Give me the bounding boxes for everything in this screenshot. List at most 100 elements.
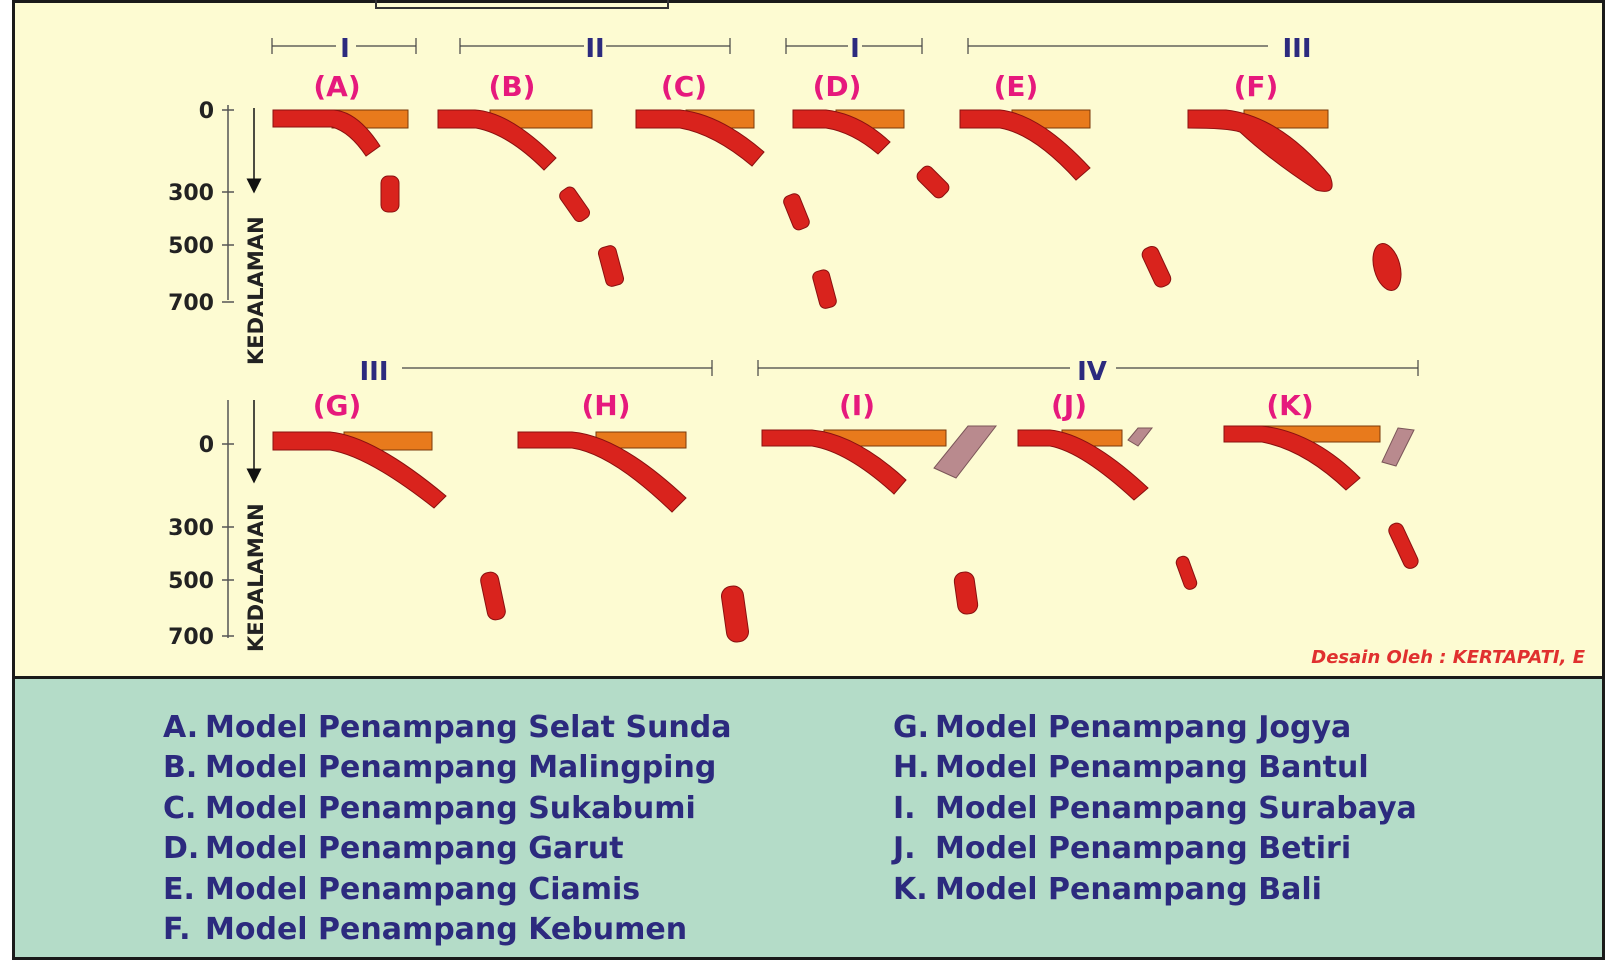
group-label: III [359, 357, 388, 387]
slab [635, 109, 765, 167]
legend-text: Model Penampang Jogya [935, 709, 1352, 745]
slab [1223, 425, 1361, 491]
legend-letter: K. [893, 871, 928, 907]
legend-text: Model Penampang Kebumen [205, 912, 688, 948]
legend-item: F. Model Penampang Kebumen [163, 910, 732, 951]
group-label: I [850, 34, 860, 64]
group-label: III [1282, 34, 1311, 64]
fault-block [933, 425, 998, 479]
legend-item: B.Model Penampang Malingping [163, 748, 732, 789]
legend-item: E. Model Penampang Ciamis [163, 869, 732, 910]
legend-text: Model Penampang Bali [935, 871, 1322, 907]
legend-letter: C. [163, 790, 197, 826]
legend-item: G.Model Penampang Jogya [893, 707, 1417, 748]
legend-text: Model Penampang Garut [205, 831, 624, 867]
legend-letter: J. [893, 831, 916, 867]
group-brackets-row1 [271, 38, 1268, 54]
legend-text: Model Penampang Selat Sunda [205, 709, 732, 745]
legend-text: Model Penampang Malingping [205, 750, 717, 786]
slab-fragment [380, 175, 400, 213]
model-letter-i: (I) [839, 389, 875, 422]
slab [1017, 429, 1149, 501]
cross-section-i [761, 425, 998, 615]
depth-tick-300: 300 [168, 516, 214, 541]
slab-fragment [1175, 555, 1198, 590]
legend-text: Model Penampang Ciamis [205, 871, 641, 907]
cross-section-f [1187, 109, 1402, 291]
depth-tick-700: 700 [168, 291, 214, 316]
cross-section-j [1017, 427, 1198, 590]
depth-tick-500: 500 [168, 569, 214, 594]
slab [272, 431, 447, 509]
legend-text: Model Penampang Betiri [935, 831, 1352, 867]
designer-credit: Desain Oleh : KERTAPATI, E [1311, 647, 1585, 668]
legend-letter: B. [163, 750, 198, 786]
slab [1187, 109, 1333, 192]
depth-axis-row2: 0 300 500 700 KEDALAMAN [168, 400, 268, 652]
model-letter-f: (F) [1234, 70, 1279, 103]
depth-tick-700: 700 [168, 625, 214, 650]
slab [761, 429, 907, 495]
legend-letter: G. [893, 709, 930, 745]
legend-item: D.Model Penampang Garut [163, 829, 732, 870]
slab [517, 431, 687, 513]
slab-fragment [597, 245, 625, 287]
model-letter-j: (J) [1051, 389, 1087, 422]
slab-fragment [953, 571, 979, 615]
group-label: I [340, 34, 350, 64]
legend-letter: D. [163, 831, 200, 867]
cross-section-a [272, 109, 409, 213]
slab-fragment [1372, 243, 1402, 291]
legend-item: K.Model Penampang Bali [893, 869, 1417, 910]
cross-section-e [959, 109, 1172, 288]
slab [792, 109, 891, 155]
legend-column-left: A.Model Penampang Selat Sunda B.Model Pe… [163, 707, 732, 950]
legend-panel: A.Model Penampang Selat Sunda B.Model Pe… [12, 676, 1605, 960]
legend-text: Model Penampang Bantul [935, 750, 1369, 786]
model-letter-c: (C) [661, 70, 707, 103]
model-letter-g: (G) [313, 389, 362, 422]
cross-section-b [437, 109, 625, 287]
model-letter-k: (K) [1266, 389, 1313, 422]
legend-text: Model Penampang Surabaya [935, 790, 1417, 826]
legend-column-right: G.Model Penampang Jogya H.Model Penampan… [893, 707, 1417, 910]
slab [959, 109, 1091, 181]
fault-block [1127, 427, 1154, 447]
legend-item: A.Model Penampang Selat Sunda [163, 707, 732, 748]
slab [437, 109, 557, 171]
group-brackets-row2 [402, 360, 1419, 376]
cross-section-g [272, 431, 506, 621]
cross-section-c [635, 109, 837, 309]
model-letter-h: (H) [581, 389, 630, 422]
depth-tick-300: 300 [168, 181, 214, 206]
legend-letter: I. [893, 790, 916, 826]
legend-letter: A. [163, 709, 199, 745]
depth-tick-500: 500 [168, 234, 214, 259]
legend-item: I. Model Penampang Surabaya [893, 788, 1417, 829]
depth-axis-row1: 0 300 500 700 KEDALAMAN [168, 99, 268, 365]
legend-letter: H. [893, 750, 930, 786]
group-label: IV [1077, 357, 1107, 387]
cross-section-h [517, 431, 749, 643]
legend-item: J. Model Penampang Betiri [893, 829, 1417, 870]
legend-letter: F. [163, 912, 191, 948]
legend-item: H.Model Penampang Bantul [893, 748, 1417, 789]
model-letter-e: (E) [994, 70, 1039, 103]
fault-block [1381, 427, 1415, 467]
slab-fragment [559, 186, 591, 223]
slab-fragment [721, 585, 749, 643]
model-letter-d: (D) [813, 70, 862, 103]
legend-text: Model Penampang Sukabumi [205, 790, 696, 826]
top-bracket-decoration [375, 0, 669, 9]
group-label: II [585, 34, 604, 64]
cross-section-diagram: 0 300 500 700 KEDALAMAN 0 300 500 700 KE… [168, 34, 1419, 652]
depth-tick-0: 0 [199, 99, 214, 124]
depth-axis-label: KEDALAMAN [244, 216, 268, 365]
model-letter-b: (B) [489, 70, 536, 103]
slab-fragment [1141, 245, 1172, 288]
legend-letter: E. [163, 871, 195, 907]
slab-fragment [812, 269, 837, 309]
depth-axis-label: KEDALAMAN [244, 503, 268, 652]
slab-fragment [783, 193, 810, 231]
cross-section-k [1223, 425, 1419, 569]
